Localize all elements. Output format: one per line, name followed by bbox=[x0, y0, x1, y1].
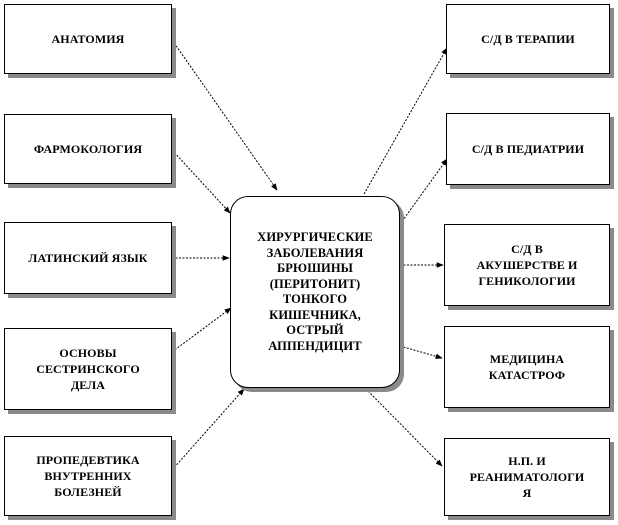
arrow-center-to-pediatrics bbox=[397, 158, 448, 228]
arrow-center-to-therapy bbox=[363, 47, 448, 195]
arrow-anatomy-to-center bbox=[171, 39, 278, 191]
arrow-pharmacology-to-center bbox=[171, 149, 231, 214]
arrow-center-to-resuscitation bbox=[367, 390, 443, 467]
arrow-nursing-to-center bbox=[171, 307, 232, 353]
box-nursing-basics: ОСНОВЫ СЕСТРИНСКОГО ДЕЛА bbox=[4, 328, 172, 410]
box-resuscitation: Н.П. И РЕАНИМАТОЛОГИ Я bbox=[444, 438, 610, 516]
box-pharmacology: ФАРМОКОЛОГИЯ bbox=[4, 114, 172, 184]
box-pediatrics-nursing: С/Д В ПЕДИАТРИИ bbox=[446, 113, 610, 185]
box-latin-language: ЛАТИНСКИЙ ЯЗЫК bbox=[4, 222, 172, 294]
box-therapy-nursing: С/Д В ТЕРАПИИ bbox=[446, 4, 610, 74]
box-center-topic: ХИРУРГИЧЕСКИЕ ЗАБОЛЕВАНИЯ БРЮШИНЫ (ПЕРИТ… bbox=[230, 196, 400, 388]
box-anatomy: АНАТОМИЯ bbox=[4, 4, 172, 74]
arrow-center-to-disaster-medicine bbox=[399, 345, 443, 359]
arrow-propaedeutics-to-center bbox=[171, 388, 245, 471]
box-disaster-medicine: МЕДИЦИНА КАТАСТРОФ bbox=[444, 326, 610, 408]
box-propaedeutics: ПРОПЕДЕВТИКА ВНУТРЕННИХ БОЛЕЗНЕЙ bbox=[4, 436, 172, 516]
box-obstetrics-nursing: С/Д В АКУШЕРСТВЕ И ГЕНИКОЛОГИИ bbox=[444, 224, 610, 306]
